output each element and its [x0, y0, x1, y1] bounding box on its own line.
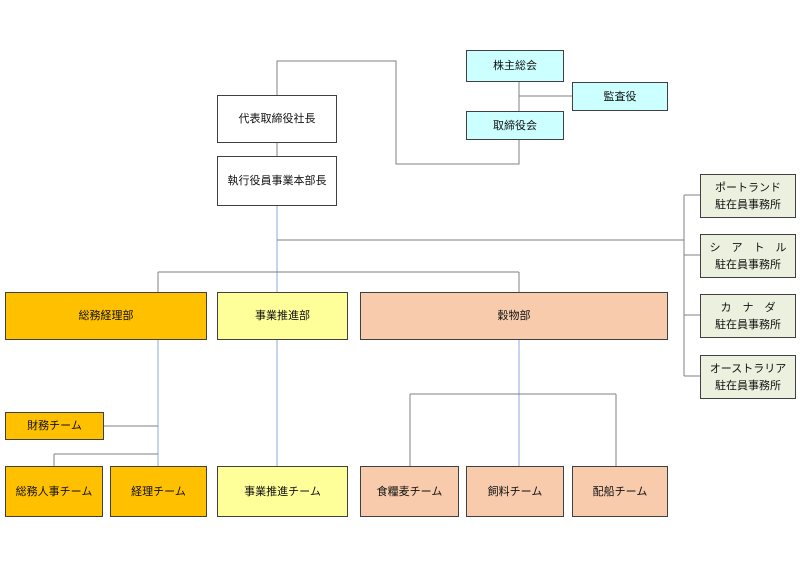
accounting-team-box: 経理チーム [110, 466, 207, 517]
shareholders-box: 株主総会 [466, 50, 564, 82]
business-promotion-dept-label: 事業推進部 [255, 309, 310, 323]
food-wheat-team-label: 食糧麦チーム [376, 484, 443, 498]
feed-team-box: 飼料チーム [466, 466, 564, 517]
seattle-office-name: シ ア ト ル [709, 240, 787, 254]
president-box: 代表取締役社長 [217, 95, 337, 143]
business-promotion-team-label: 事業推進チーム [244, 484, 321, 498]
canada-office-type: 駐在員事務所 [715, 318, 781, 331]
feed-team-label: 飼料チーム [487, 484, 543, 498]
finance-team-box: 財務チーム [5, 412, 104, 440]
general-affairs-accounting-dept-label: 総務経理部 [78, 309, 134, 323]
grain-dept-label: 穀物部 [497, 309, 531, 323]
australia-office-box: オーストラリア 駐在員事務所 [700, 355, 796, 399]
shareholders-label: 株主総会 [493, 59, 537, 73]
board-label: 取締役会 [493, 118, 537, 132]
business-promotion-team-box: 事業推進チーム [217, 466, 348, 517]
shipping-team-label: 配船チーム [592, 484, 648, 498]
shipping-team-box: 配船チーム [572, 466, 668, 517]
food-wheat-team-box: 食糧麦チーム [360, 466, 459, 517]
accounting-team-label: 経理チーム [131, 484, 186, 498]
auditor-label: 監査役 [603, 89, 637, 103]
seattle-office-box: シ ア ト ル 駐在員事務所 [700, 234, 796, 278]
executive-box: 執行役員事業本部長 [217, 156, 337, 206]
president-label: 代表取締役社長 [238, 112, 316, 126]
connector-president-board [276, 60, 520, 165]
finance-team-label: 財務チーム [27, 419, 82, 433]
australia-office-name: オーストラリア [709, 361, 787, 375]
board-box: 取締役会 [466, 111, 564, 140]
general-affairs-accounting-dept-box: 総務経理部 [5, 292, 207, 340]
seattle-office-type: 駐在員事務所 [715, 258, 781, 271]
business-promotion-dept-box: 事業推進部 [217, 292, 348, 340]
executive-label: 執行役員事業本部長 [227, 174, 327, 188]
australia-office-type: 駐在員事務所 [715, 379, 781, 392]
hr-team-box: 総務人事チーム [5, 466, 103, 517]
portland-office-box: ポートランド 駐在員事務所 [700, 174, 796, 218]
portland-office-name: ポートランド [715, 180, 781, 194]
grain-dept-box: 穀物部 [360, 292, 668, 340]
hr-team-label: 総務人事チーム [15, 484, 93, 498]
canada-office-name: カ ナ ダ [720, 300, 776, 314]
auditor-box: 監査役 [572, 82, 668, 111]
canada-office-box: カ ナ ダ 駐在員事務所 [700, 294, 796, 338]
portland-office-type: 駐在員事務所 [715, 198, 781, 211]
